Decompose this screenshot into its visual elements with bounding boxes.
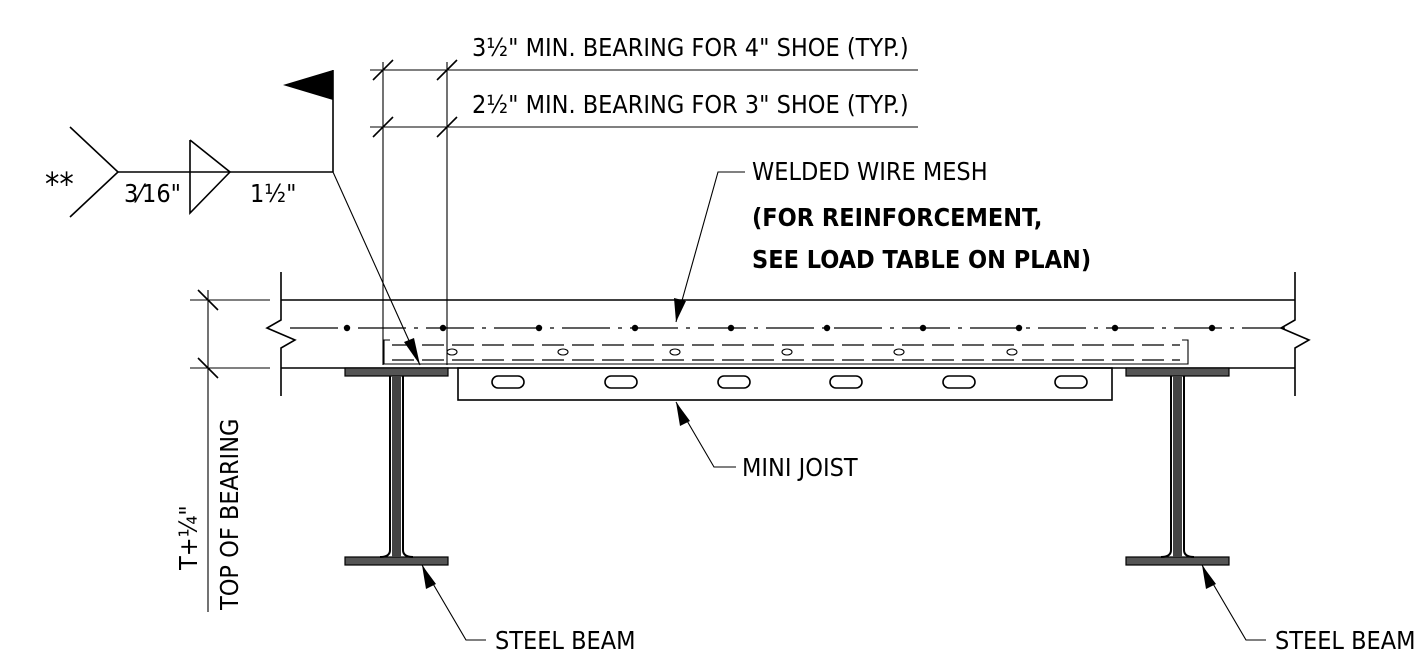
steel-beam-right-leader bbox=[1201, 564, 1266, 641]
mesh-label-line3: SEE LOAD TABLE ON PLAN) bbox=[752, 245, 1091, 274]
deck-hole-ovals bbox=[446, 348, 1018, 356]
dim-tick bbox=[436, 116, 458, 138]
mini-joist-leader bbox=[675, 401, 736, 468]
dim-tick bbox=[197, 289, 219, 311]
mesh-label-line2: (FOR REINFORCEMENT, bbox=[752, 203, 1042, 232]
dim-top-of-bearing: TOP OF BEARING bbox=[215, 419, 244, 611]
bearing-4in-note: 3½" MIN. BEARING FOR 4" SHOE (TYP.) bbox=[472, 33, 909, 62]
fillet-weld-symbol bbox=[189, 139, 232, 215]
slab-break-left bbox=[265, 272, 297, 396]
dim-tick bbox=[197, 357, 219, 379]
mini-joist-arrowhead bbox=[676, 402, 690, 426]
weld-tail bbox=[69, 126, 120, 218]
depth-dimension-text: T+¼" TOP OF BEARING bbox=[174, 419, 244, 611]
mesh-wire-dots bbox=[343, 324, 1216, 332]
mini-joist-label: MINI JOIST bbox=[742, 453, 858, 482]
mesh-leader bbox=[675, 171, 745, 323]
steel-beam-left bbox=[344, 367, 449, 566]
weld-length: 1½" bbox=[250, 179, 296, 208]
form-deck bbox=[383, 339, 1189, 365]
weld-size: 3⁄16" bbox=[124, 179, 181, 208]
steel-beam-right-arrowhead bbox=[1202, 565, 1216, 589]
field-weld-flag-icon bbox=[283, 70, 333, 100]
steel-beam-left-label: STEEL BEAM bbox=[495, 626, 636, 655]
slab-break-right bbox=[1279, 272, 1311, 396]
dim-tick bbox=[372, 116, 394, 138]
mini-joist-slots bbox=[491, 375, 1088, 389]
steel-beam-left-leader bbox=[421, 564, 486, 641]
weld-tail-note: ** bbox=[45, 165, 74, 203]
steel-beam-right-label: STEEL BEAM bbox=[1275, 626, 1416, 655]
steel-beam-right bbox=[1125, 367, 1230, 566]
steel-beam-left-arrowhead bbox=[422, 565, 436, 589]
mesh-label-line1: WELDED WIRE MESH bbox=[752, 157, 988, 186]
dim-t-plus-quarter: T+¼" bbox=[174, 505, 203, 571]
dim-tick bbox=[436, 59, 458, 81]
bearing-3in-note: 2½" MIN. BEARING FOR 3" SHOE (TYP.) bbox=[472, 90, 909, 119]
dim-tick bbox=[372, 59, 394, 81]
mesh-arrowhead bbox=[674, 298, 686, 322]
weld-arrowhead bbox=[404, 338, 420, 365]
mini-joist bbox=[457, 367, 1113, 401]
weld-arrow-leader bbox=[332, 171, 421, 366]
